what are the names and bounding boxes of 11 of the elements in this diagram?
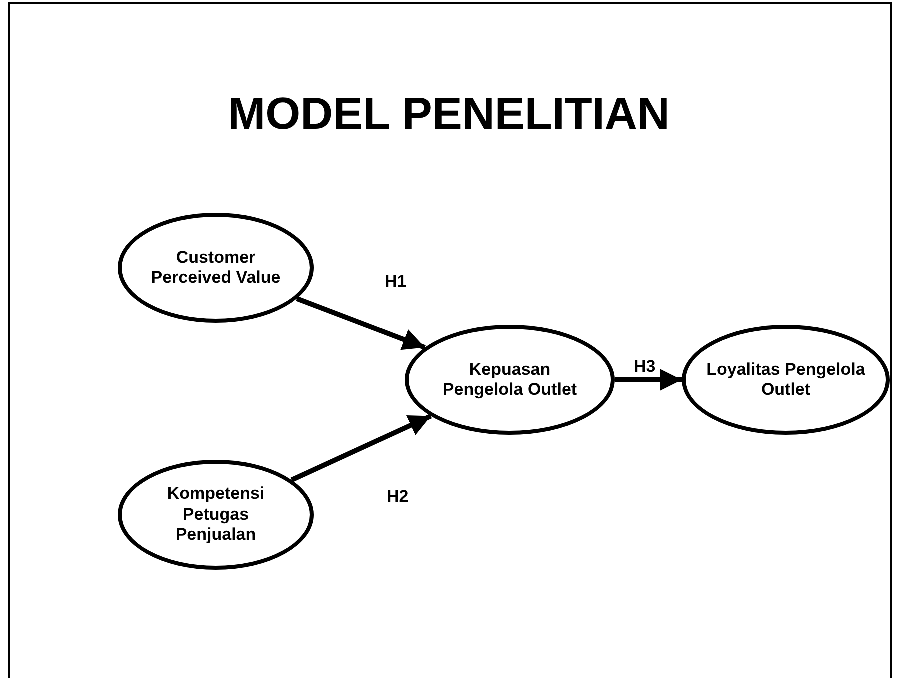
node-label: Loyalitas Pengelola Outlet (706, 360, 866, 400)
arrow (615, 369, 682, 391)
edge-label: H3 (634, 357, 656, 377)
node-label: Kompetensi Petugas Penjualan (166, 484, 266, 546)
edge-label: H2 (387, 487, 409, 507)
arrow (290, 414, 432, 482)
arrow (296, 296, 426, 350)
title: MODEL PENELITIAN (228, 88, 670, 140)
edge-label: H1 (385, 272, 407, 292)
node-label: Kepuasan Pengelola Outlet (442, 360, 578, 400)
node-label: Customer Perceived Value (150, 248, 282, 288)
